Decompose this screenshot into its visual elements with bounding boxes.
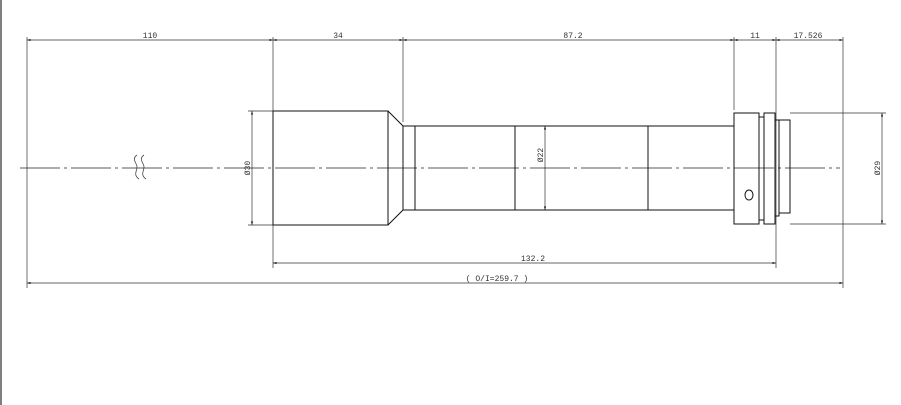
dim-34: 34 [333,32,343,41]
dimension-lines [27,38,884,285]
dim-11: 11 [750,32,760,41]
dim-87-2: 87.2 [563,32,582,41]
dim-object-image: ( O/I=259.7 ) [466,275,528,284]
lens-body [272,110,791,226]
dim-dia-29: Ø29 [874,161,883,176]
extension-lines [26,37,886,288]
dim-dia-30: Ø30 [244,161,253,176]
dim-back-focus: 17.526 [794,32,823,41]
dim-110: 110 [143,32,158,41]
dim-dia-22: Ø22 [537,148,546,163]
break-symbol [133,154,147,180]
dim-132-2: 132.2 [521,255,545,264]
